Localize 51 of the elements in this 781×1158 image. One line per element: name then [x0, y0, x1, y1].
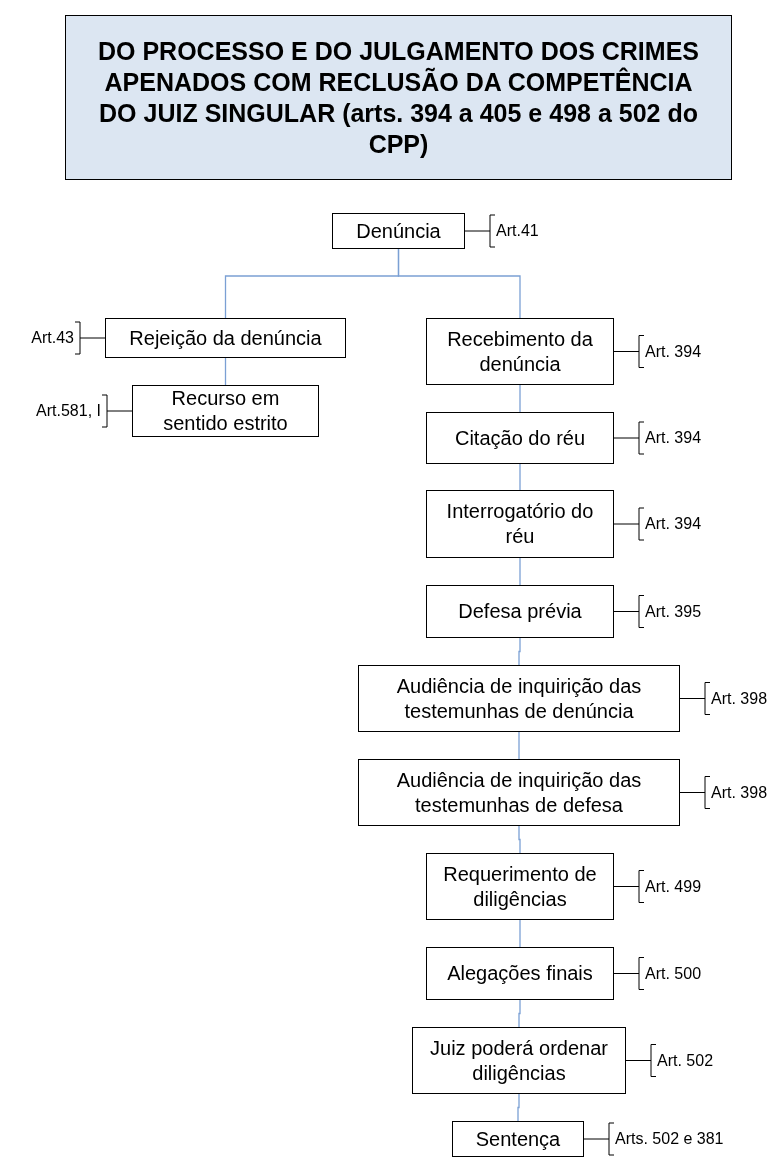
article-reference: Art. 499 [645, 876, 702, 897]
step-label: Rejeição da denúncia [129, 325, 322, 351]
process-box [426, 853, 614, 920]
step-label: Citação do réu [454, 425, 586, 451]
connector-line [517, 1093, 520, 1122]
step-label: Interrogatório do réu [445, 499, 595, 549]
connector-line [518, 999, 521, 1028]
process-box [332, 213, 465, 249]
article-reference: Art. 398 [711, 688, 768, 709]
process-box [452, 1121, 584, 1157]
connector-line [224, 357, 227, 386]
article-reference: Art. 502 [657, 1050, 714, 1071]
step-label: Juiz poderá ordenar diligências [429, 1035, 609, 1086]
article-reference: Art.581, I [36, 401, 101, 421]
step-label: Sentença [475, 1126, 561, 1152]
article-reference: Art. 398 [711, 782, 768, 803]
connector-line [519, 557, 521, 586]
article-reference: Art. 394 [645, 514, 702, 534]
connector-line [518, 825, 521, 854]
connector-line [397, 248, 521, 319]
process-box [358, 759, 680, 826]
process-box [426, 490, 614, 558]
step-label: Defesa prévia [458, 599, 582, 624]
article-reference: Art. 394 [645, 428, 702, 448]
title: DO PROCESSO E DO JULGAMENTO DOS CRIMES APENADOS COM RECLUSÃO DA COMPETÊNCIA DO JUIZ SINGULAR (arts. 394 a 405 e 498 a 502 do CPP) [97, 35, 700, 160]
process-box [426, 947, 614, 1000]
connector-line [518, 637, 521, 666]
connector-line [518, 731, 520, 760]
process-box [358, 665, 680, 732]
article-reference: Arts. 502 e 381 [615, 1129, 724, 1149]
connector-line [519, 919, 521, 948]
article-reference: Art. 500 [645, 963, 702, 984]
article-reference: Art. 394 [645, 341, 702, 362]
step-label: Requerimento de diligências [442, 861, 598, 912]
process-box [132, 385, 319, 437]
process-box [426, 318, 614, 385]
article-reference: Art.43 [31, 328, 74, 348]
step-label: Audiência de inquirição das testemunhas de denúncia [395, 673, 643, 724]
connector-line [519, 463, 521, 491]
connector-line [519, 384, 521, 413]
article-reference: Art. 395 [645, 601, 702, 622]
process-box [105, 318, 346, 358]
step-label: Recebimento da denúncia [446, 326, 594, 377]
process-box [412, 1027, 626, 1094]
step-label: Alegações finais [447, 961, 593, 986]
process-box [426, 412, 614, 464]
step-label: Audiência de inquirição das testemunhas de defesa [395, 767, 643, 818]
step-label: Recurso em sentido estrito [162, 386, 289, 436]
process-box [426, 585, 614, 638]
step-label: Denúncia [356, 218, 441, 244]
article-reference: Art.41 [496, 221, 539, 241]
